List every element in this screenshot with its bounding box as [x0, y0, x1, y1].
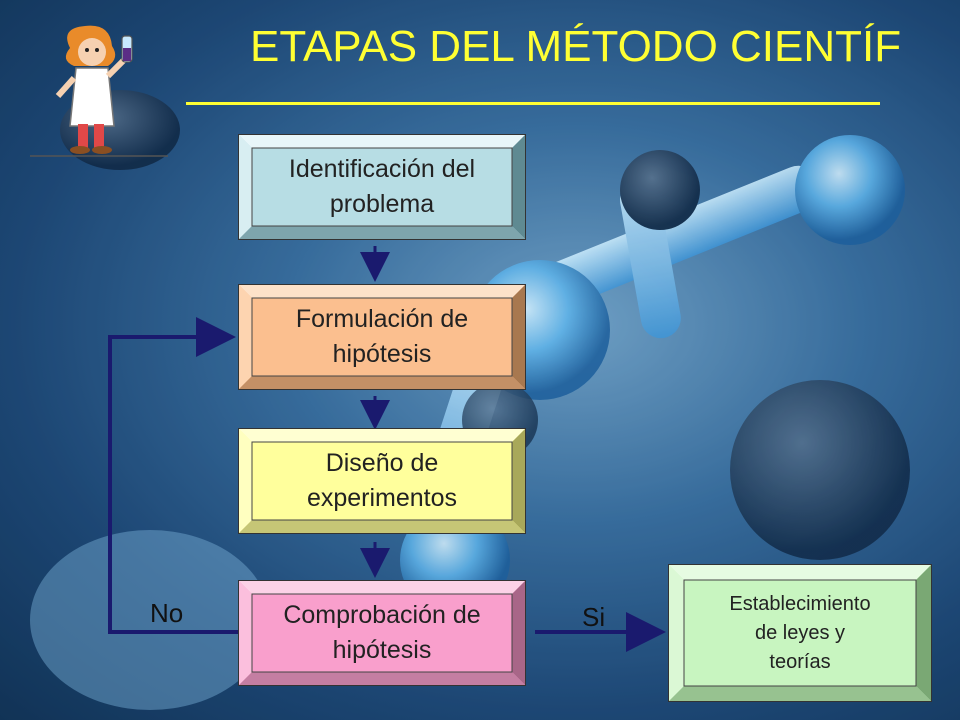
step-hypothesis-formulation: Formulación de hipótesis: [238, 284, 526, 390]
step-label: Diseño de experimentos: [306, 449, 458, 512]
feedback-loop-arrow: [108, 317, 238, 634]
title-underline: [186, 102, 880, 105]
page-title: ETAPAS DEL MÉTODO CIENTÍF: [250, 22, 902, 71]
step-label: Comprobación de hipótesis: [283, 601, 481, 664]
step-label: Identificación del problema: [288, 155, 476, 218]
step-problem-identification: Identificación del problema: [238, 134, 526, 240]
branch-yes-label: Si: [582, 602, 606, 632]
result-laws-and-theories: Establecimiento de leyes y teorías: [668, 564, 932, 702]
step-label: Formulación de hipótesis: [295, 305, 469, 368]
step-hypothesis-testing: Comprobación de hipótesis: [238, 580, 526, 686]
result-label: Establecimiento de leyes y teorías: [729, 592, 871, 673]
scientist-icon: [30, 25, 168, 157]
branch-no-label: No: [150, 598, 184, 628]
step-experiment-design: Diseño de experimentos: [238, 428, 526, 534]
